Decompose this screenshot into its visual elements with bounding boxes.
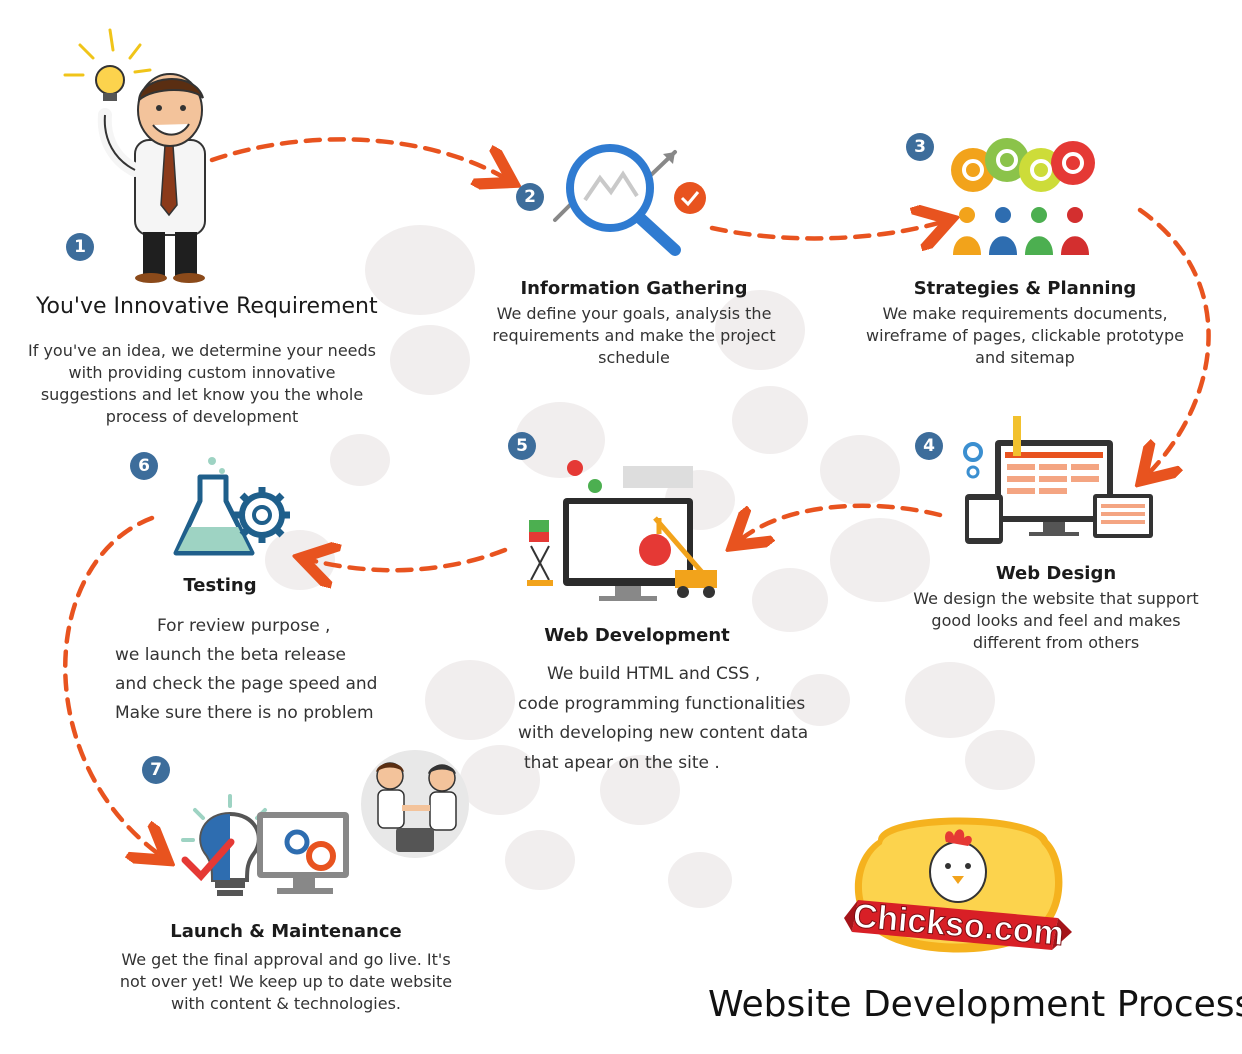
step-2-badge: 2 — [516, 183, 544, 211]
step-7-title: Launch & Maintenance — [170, 921, 402, 942]
arrow-6-to-7 — [63, 515, 160, 855]
step-6-badge: 6 — [130, 452, 158, 480]
arrow-4-to-5 — [740, 503, 943, 540]
chickso-logo: Chickso.com — [844, 817, 1072, 954]
bulb-monitor-icon — [181, 794, 349, 896]
step-6-description: For review purpose , we launch the beta … — [115, 616, 378, 723]
step-1-title: You've Innovative Requirement — [36, 294, 378, 319]
step-5-title: Web Development — [544, 625, 730, 646]
step-2-title: Information Gathering — [520, 278, 748, 299]
idea-businessman-icon — [63, 28, 206, 283]
step-7-badge: 7 — [142, 756, 170, 784]
team-gears-icon — [951, 138, 1095, 255]
magnifier-analysis-icon — [553, 144, 706, 256]
responsive-devices-icon — [963, 416, 1153, 544]
step-4-description: We design the website that support good … — [913, 589, 1199, 652]
step-6-title: Testing — [183, 575, 257, 596]
arrow-5-to-6 — [310, 550, 508, 570]
step-3-description: We make requirements documents, wirefram… — [866, 304, 1184, 367]
step-4-title: Web Design — [995, 563, 1117, 584]
arrow-3-to-4 — [1140, 207, 1211, 474]
step-2-description: We define your goals, analysis the requi… — [492, 304, 776, 367]
arrow-2-to-3 — [709, 222, 942, 238]
step-1-description: If you've an idea, we determine your nee… — [28, 341, 376, 426]
step-5-badge: 5 — [508, 432, 536, 460]
step-3-title: Strategies & Planning — [913, 278, 1137, 299]
arrow-1-to-2 — [209, 137, 505, 178]
step-3-badge: 3 — [906, 133, 934, 161]
flask-gear-icon — [173, 457, 290, 556]
step-1-badge: 1 — [66, 233, 94, 261]
step-7-description: We get the final approval and go live. I… — [119, 950, 453, 1013]
monitor-crane-icon — [527, 460, 717, 601]
page-title: Website Development Process — [708, 984, 1242, 1025]
handshake-businessmen-icon — [361, 750, 469, 858]
chicken-mascot-icon — [929, 829, 987, 903]
step-4-badge: 4 — [915, 432, 943, 460]
step-5-description: We build HTML and CSS , code programming… — [518, 664, 809, 773]
